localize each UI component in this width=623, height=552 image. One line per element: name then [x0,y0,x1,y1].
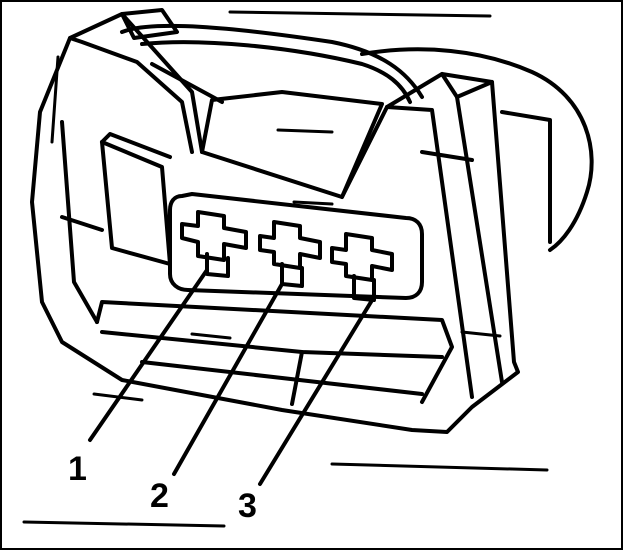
rear-boot-inner [500,110,552,244]
callout-label-2: 2 [150,477,169,515]
hatch-left [50,55,60,144]
terminal-pin-2 [258,220,322,288]
leader-line-3 [258,295,376,486]
right-post-rib [420,150,474,162]
locking-loop-inner [140,40,412,104]
top-platform-edge-left [150,62,224,104]
scan-mark-top [228,10,492,18]
rear-boot-outline [360,47,594,252]
callout-label-1: 1 [68,450,87,488]
callout-label-3: 3 [238,487,257,525]
scan-mark-right [330,462,549,472]
locking-tab-top [120,8,179,40]
hatch-top [276,128,334,134]
left-cavity-lip [100,132,172,159]
top-platform [200,90,384,199]
floor-line-2 [140,360,424,396]
housing-left-top-edge [68,36,194,154]
right-post-front [385,105,474,399]
hatch-right [460,330,502,338]
left-cavity [100,140,172,266]
leader-line-2 [172,282,284,476]
hatch-mid [292,200,334,206]
leader-line-1 [88,268,209,442]
housing-outline [30,12,520,434]
left-ledge [60,215,104,232]
floor-line-1 [100,330,444,359]
terminal-pin-1 [180,210,248,278]
housing-left-wall [60,120,99,324]
floor-divider [290,350,304,406]
hatch-floor [190,332,232,340]
terminal-pin-3 [330,232,394,302]
housing-floor [95,300,454,404]
scan-mark-bottom [22,520,226,528]
locking-loop-outer [120,23,424,99]
